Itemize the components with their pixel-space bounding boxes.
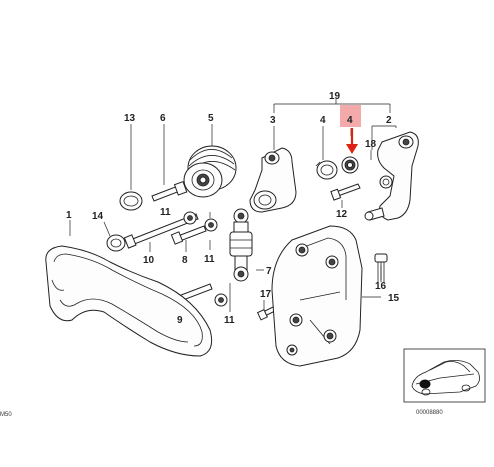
part-12-bolt: [330, 183, 361, 201]
part-4-highlighted-sleeve: [341, 156, 359, 174]
part-1-ribbed-belt: [45, 245, 213, 357]
callout-19: 19: [329, 91, 341, 102]
part-11-washer-c: [214, 293, 228, 307]
callout-2: 2: [386, 115, 392, 126]
callout-4: 4: [320, 115, 326, 126]
part-10-bolt: [123, 213, 199, 249]
callout-7: 7: [266, 266, 272, 277]
part-16-stud: [374, 253, 388, 282]
callout-labels: 1 2 3 4 4 5 6 7 8 9 10 11 11 11 12 13 14…: [66, 91, 400, 326]
callout-5: 5: [208, 113, 214, 124]
part-11-washer-b: [204, 218, 218, 232]
callout-12: 12: [336, 209, 348, 220]
callout-13: 13: [124, 113, 136, 124]
callout-16: 16: [375, 281, 387, 292]
part-11-washer-a: [183, 211, 197, 225]
callout-18: 18: [365, 139, 377, 150]
callout-8: 8: [182, 255, 188, 266]
part-6-bolt: [151, 180, 188, 202]
callout-9: 9: [177, 315, 183, 326]
highlight-marker: [340, 105, 361, 154]
part-5-tension-pulley: [183, 145, 237, 198]
engine-location-marker: [419, 379, 431, 389]
margin-text: M50: [0, 412, 12, 418]
callout-11-b: 11: [204, 254, 215, 265]
callout-15: 15: [388, 293, 400, 304]
car-outline-icon: [411, 360, 480, 396]
car-locator-inset: 00008880: [403, 348, 486, 416]
part-2-bracket: [364, 131, 419, 221]
part-14-cap: [106, 234, 126, 252]
highlight-box: [340, 105, 361, 127]
callout-14: 14: [92, 211, 104, 222]
callout-17: 17: [260, 289, 272, 300]
inset-frame: [403, 348, 486, 403]
part-3-pivot-arm: [249, 147, 297, 213]
part-8-bolt: [170, 225, 207, 245]
callout-1: 1: [66, 210, 72, 221]
callout-10: 10: [143, 255, 155, 266]
highlight-arrow-head: [346, 144, 358, 154]
part-7-damper: [229, 208, 253, 282]
callout-4-highlighted: 4: [347, 115, 353, 126]
callout-11-c: 11: [224, 315, 235, 326]
callout-3: 3: [270, 115, 276, 126]
inset-ref-number: 00008880: [416, 410, 443, 416]
part-4-bearing: [315, 160, 338, 180]
part-15-support-bracket: [271, 225, 363, 367]
callout-11-a: 11: [160, 207, 171, 218]
part-13-cap: [119, 191, 143, 211]
callout-6: 6: [160, 113, 166, 124]
